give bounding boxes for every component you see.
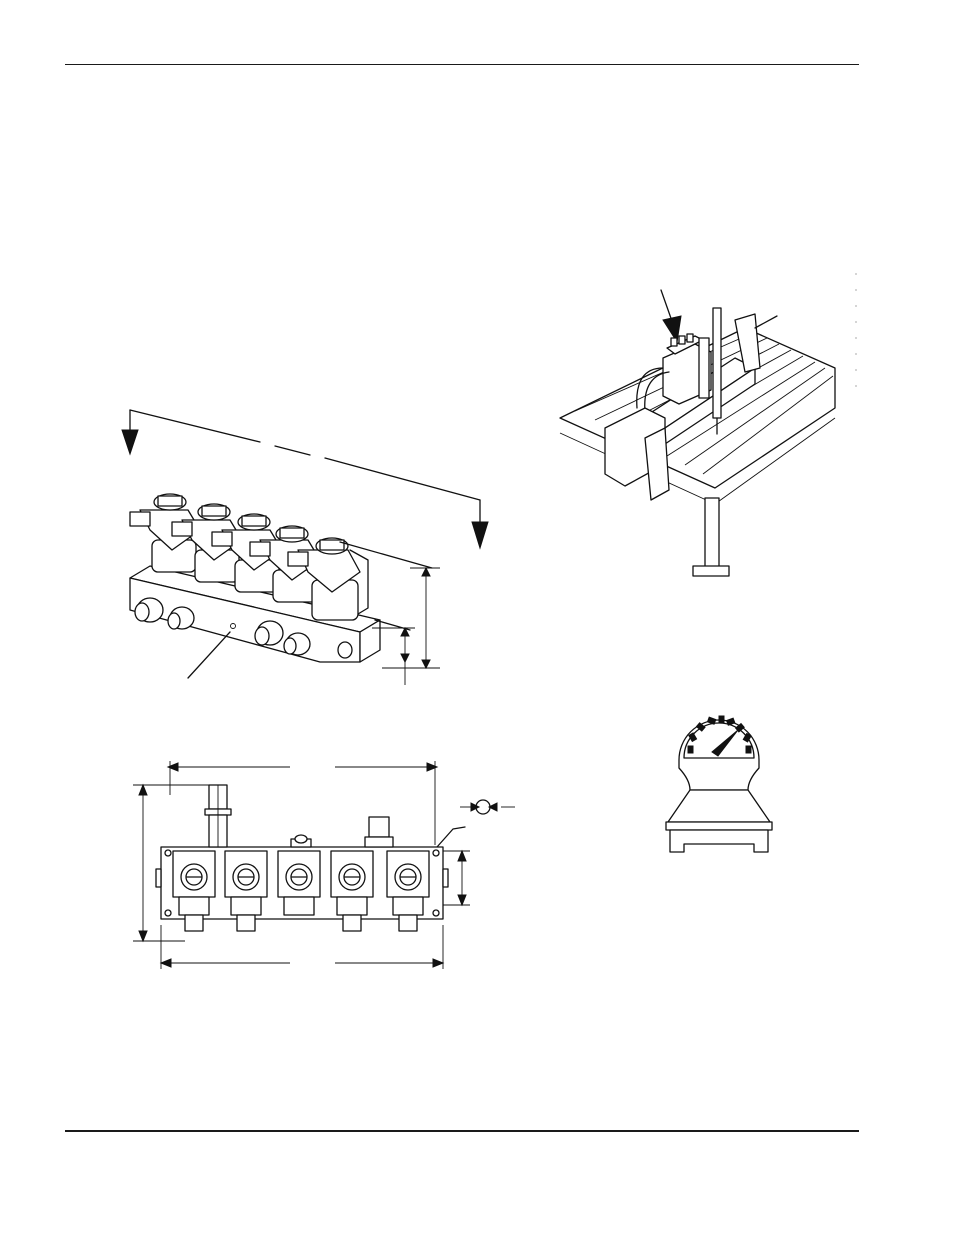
overall-width-dimension bbox=[166, 761, 439, 845]
base-height-dimension bbox=[372, 626, 415, 685]
valve-face-1 bbox=[172, 850, 216, 932]
base-width-dimension bbox=[159, 925, 445, 969]
section-arrow-left bbox=[121, 409, 139, 456]
mounting-hole-callout bbox=[436, 799, 515, 848]
valve-face-5 bbox=[386, 850, 430, 932]
location-arrow bbox=[660, 289, 682, 344]
top-fitting-left bbox=[204, 784, 232, 848]
valve-face-3 bbox=[277, 850, 321, 916]
top-fitting-right bbox=[364, 816, 394, 848]
solenoid-valve-5 bbox=[287, 537, 369, 621]
valve-manifold-front-view bbox=[133, 761, 515, 969]
table-leg bbox=[692, 497, 730, 577]
height-dimension bbox=[382, 566, 440, 670]
valve-manifold-isometric-figure bbox=[121, 409, 489, 685]
cutting-table-figure bbox=[559, 273, 857, 577]
valve-face-2 bbox=[224, 850, 268, 932]
top-fitting-center bbox=[290, 834, 312, 848]
leader-line bbox=[187, 631, 231, 679]
block-height-dimension bbox=[443, 849, 470, 907]
footer-rule bbox=[65, 1130, 859, 1132]
end-carriage bbox=[604, 407, 670, 501]
scale-icon bbox=[665, 715, 773, 853]
dotted-margin bbox=[855, 273, 857, 387]
valve-face-4 bbox=[330, 850, 374, 932]
section-arrow-right bbox=[471, 499, 489, 550]
torch-assembly bbox=[698, 307, 722, 435]
section-line bbox=[129, 409, 261, 443]
scale-dial bbox=[678, 715, 760, 791]
scale-platform bbox=[665, 789, 773, 853]
scale-needle bbox=[711, 729, 739, 757]
overall-height-dimension bbox=[133, 783, 215, 943]
header-rule bbox=[65, 64, 859, 65]
front-fittings bbox=[134, 597, 311, 656]
